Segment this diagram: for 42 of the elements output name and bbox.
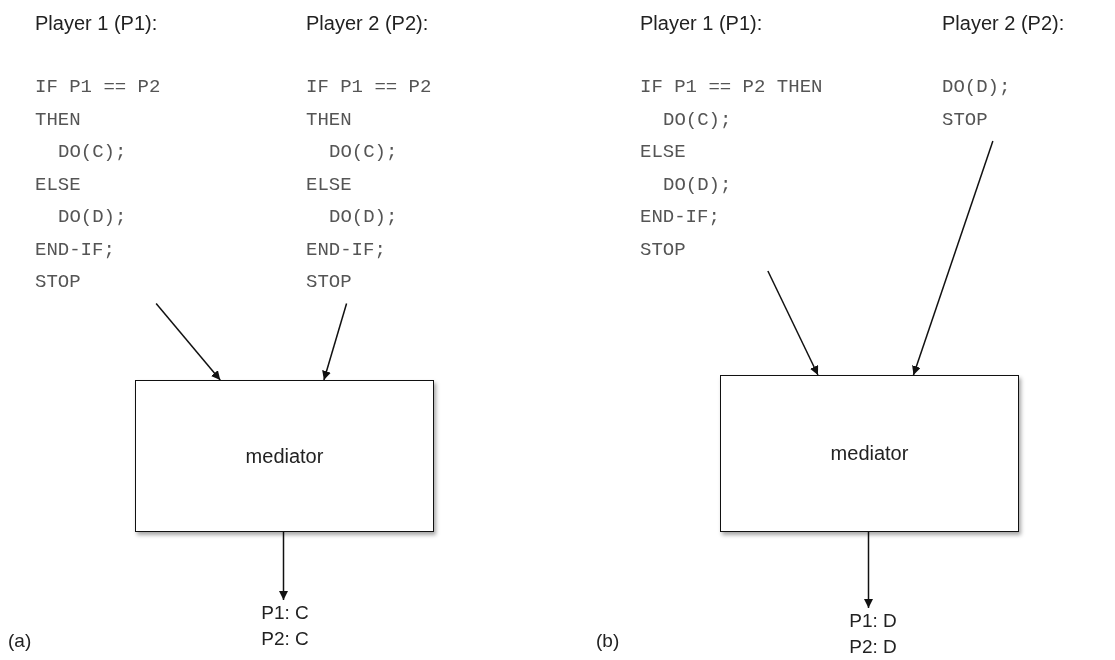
player-heading: Player 2 (P2):	[306, 11, 429, 36]
code-line: DO(D);	[942, 76, 1011, 98]
code-line: END-IF;	[640, 206, 720, 228]
code-line: STOP	[942, 108, 988, 131]
code-line: DO(C);	[329, 141, 398, 163]
arrow	[767, 270, 819, 376]
code-line: DO(C);	[58, 141, 127, 163]
panel-label: (b)	[596, 630, 620, 652]
panel-label: (a)	[8, 630, 32, 652]
code-line: IF P1 == P2	[35, 76, 161, 98]
mediator-box	[720, 375, 1019, 532]
code-line: DO(D);	[663, 173, 732, 196]
player-heading: Player 2 (P2):	[942, 11, 1065, 36]
code-line: DO(C);	[663, 108, 732, 131]
code-line: END-IF;	[306, 238, 386, 261]
code-line: THEN	[306, 108, 352, 131]
code-line: THEN	[35, 108, 81, 131]
arrow	[155, 302, 221, 381]
code-line: IF P1 == P2	[306, 76, 432, 98]
player-heading: Player 1 (P1):	[35, 11, 158, 36]
output-line: P2: C	[261, 627, 309, 651]
code-line: DO(D);	[58, 206, 127, 228]
code-line: ELSE	[306, 173, 352, 196]
box-label: mediator	[830, 442, 909, 465]
code-line: STOP	[640, 238, 686, 261]
output-line: P2: D	[849, 635, 897, 659]
arrow	[912, 140, 994, 376]
mediator-box	[135, 380, 434, 532]
arrow	[864, 531, 873, 609]
output-line: P1: D	[849, 609, 897, 633]
code-line: DO(D);	[329, 206, 398, 228]
code-line: IF P1 == P2 THEN	[640, 76, 823, 98]
code-line: ELSE	[35, 173, 81, 196]
box-label: mediator	[245, 444, 324, 468]
code-line: STOP	[306, 271, 352, 293]
code-line: STOP	[35, 271, 81, 293]
arrow	[322, 302, 348, 381]
player-heading: Player 1 (P1):	[640, 11, 763, 36]
code-line: ELSE	[640, 141, 686, 163]
code-line: END-IF;	[35, 238, 115, 261]
arrow	[279, 531, 288, 601]
output-line: P1: C	[261, 601, 309, 625]
